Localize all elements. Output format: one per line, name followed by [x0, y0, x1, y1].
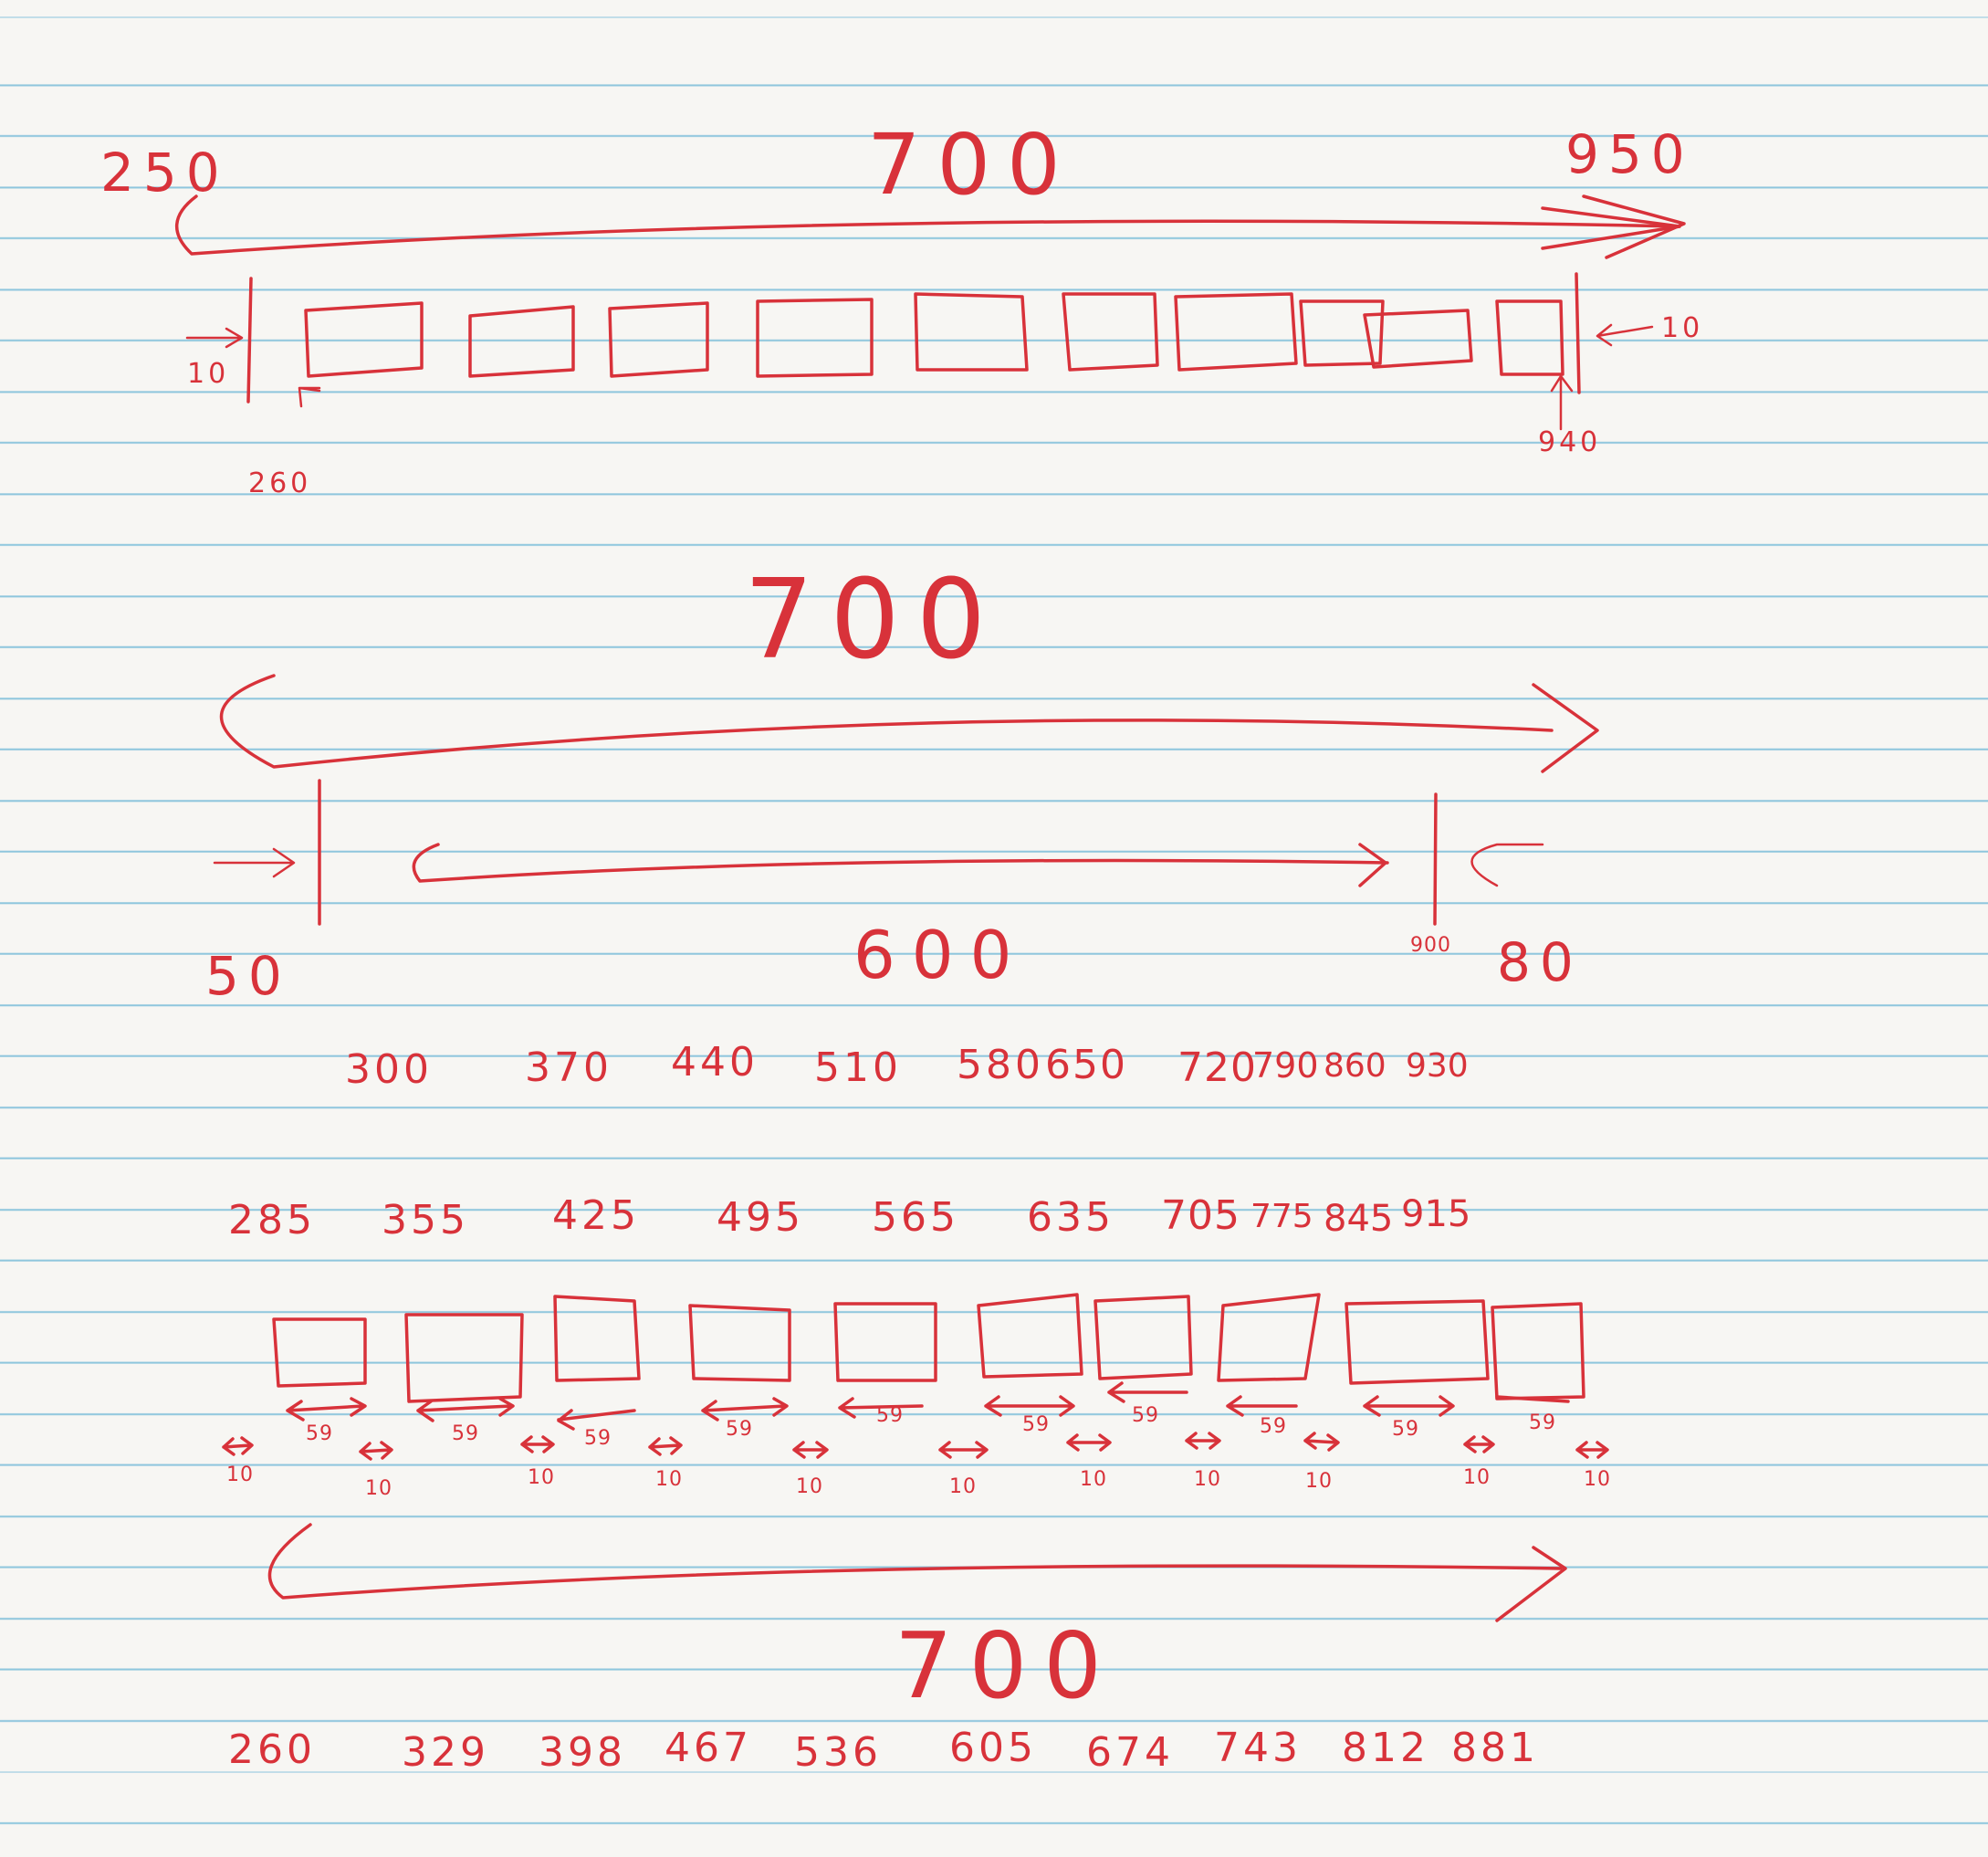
- row-b-value: 495: [717, 1194, 804, 1241]
- box-width-label: 59: [584, 1427, 612, 1450]
- row-c-value: 812: [1342, 1725, 1429, 1771]
- row-b-value: 355: [382, 1197, 469, 1243]
- label-950: 950: [1565, 123, 1694, 185]
- box-width-label: 59: [452, 1422, 479, 1445]
- spacing-arrows: [222, 1381, 1609, 1461]
- row-a-value: 300: [345, 1046, 433, 1093]
- label-80: 80: [1497, 931, 1583, 993]
- gap-label: 10: [1584, 1468, 1611, 1491]
- row-c-value: 743: [1214, 1725, 1302, 1771]
- label-left-margin-10: 10: [187, 358, 230, 390]
- label-700-top: 700: [867, 116, 1077, 214]
- row-a-value: 510: [814, 1044, 902, 1091]
- label-right-margin-10: 10: [1661, 312, 1704, 344]
- row-c-value: 674: [1086, 1729, 1174, 1776]
- row-a-value: 930: [1406, 1047, 1469, 1085]
- top-box-row: [304, 292, 1564, 378]
- row-b-value: 845: [1324, 1198, 1394, 1240]
- row-a-value: 720: [1177, 1044, 1257, 1091]
- row-b-value: 775: [1250, 1198, 1313, 1235]
- row-a-value: 860: [1324, 1047, 1386, 1085]
- box-width-label: 59: [1260, 1415, 1287, 1438]
- gap-label: 10: [528, 1466, 555, 1489]
- label-600: 600: [853, 917, 1029, 993]
- gap-label: 10: [1194, 1468, 1221, 1491]
- right-boundary-2: [1433, 792, 1438, 926]
- box-width-label: 59: [306, 1422, 333, 1445]
- row-b-value: 705: [1161, 1192, 1240, 1239]
- dimension-arrow-bottom: [267, 1523, 1563, 1600]
- label-700-middle: 700: [744, 557, 1003, 684]
- row-b-value: 425: [552, 1192, 640, 1239]
- label-260: 260: [248, 467, 312, 499]
- row-c-value: 329: [402, 1729, 489, 1776]
- gap-label: 10: [1305, 1470, 1333, 1493]
- gap-label: 10: [796, 1475, 823, 1498]
- label-50: 50: [205, 945, 291, 1007]
- dimension-arrow-top: [175, 194, 1681, 256]
- row-c-value: 398: [539, 1729, 626, 1776]
- gap-label: 10: [1080, 1468, 1107, 1491]
- right-boundary: [1575, 272, 1581, 394]
- row-b-value: 565: [872, 1194, 959, 1241]
- row-a-value: 440: [671, 1039, 759, 1086]
- row-b-value: 285: [228, 1197, 316, 1243]
- row-c-value: 536: [794, 1729, 882, 1776]
- row-b-value: 635: [1027, 1194, 1114, 1241]
- bottom-box-row: [272, 1293, 1585, 1403]
- box-width-label: 59: [876, 1404, 904, 1427]
- left-boundary: [246, 277, 253, 404]
- box-width-label: 59: [726, 1418, 753, 1441]
- row-c-value: 260: [228, 1726, 316, 1773]
- gap-label: 10: [655, 1468, 683, 1491]
- label-700-bottom: 700: [895, 1612, 1118, 1719]
- dimension-arrow-middle: [220, 674, 1554, 769]
- gap-label: 10: [365, 1477, 392, 1500]
- row-c-value: 881: [1451, 1725, 1539, 1771]
- row-a-value: 370: [525, 1044, 612, 1091]
- box-width-label: 59: [1132, 1404, 1159, 1427]
- row-b-value: 915: [1401, 1193, 1471, 1235]
- label-250: 250: [100, 142, 229, 204]
- label-900: 900: [1410, 934, 1451, 957]
- row-c-value: 605: [949, 1725, 1037, 1771]
- row-a-value: 790: [1252, 1045, 1319, 1086]
- row-a-value: 650: [1045, 1042, 1127, 1088]
- box-width-label: 59: [1392, 1418, 1419, 1441]
- label-940: 940: [1538, 426, 1602, 458]
- gap-label: 10: [949, 1475, 977, 1498]
- gap-label: 10: [226, 1464, 254, 1486]
- row-c-value: 467: [664, 1725, 752, 1771]
- gap-label: 10: [1463, 1466, 1491, 1489]
- box-width-label: 59: [1022, 1413, 1050, 1436]
- row-a-value: 580: [957, 1042, 1044, 1088]
- box-width-label: 59: [1529, 1411, 1556, 1434]
